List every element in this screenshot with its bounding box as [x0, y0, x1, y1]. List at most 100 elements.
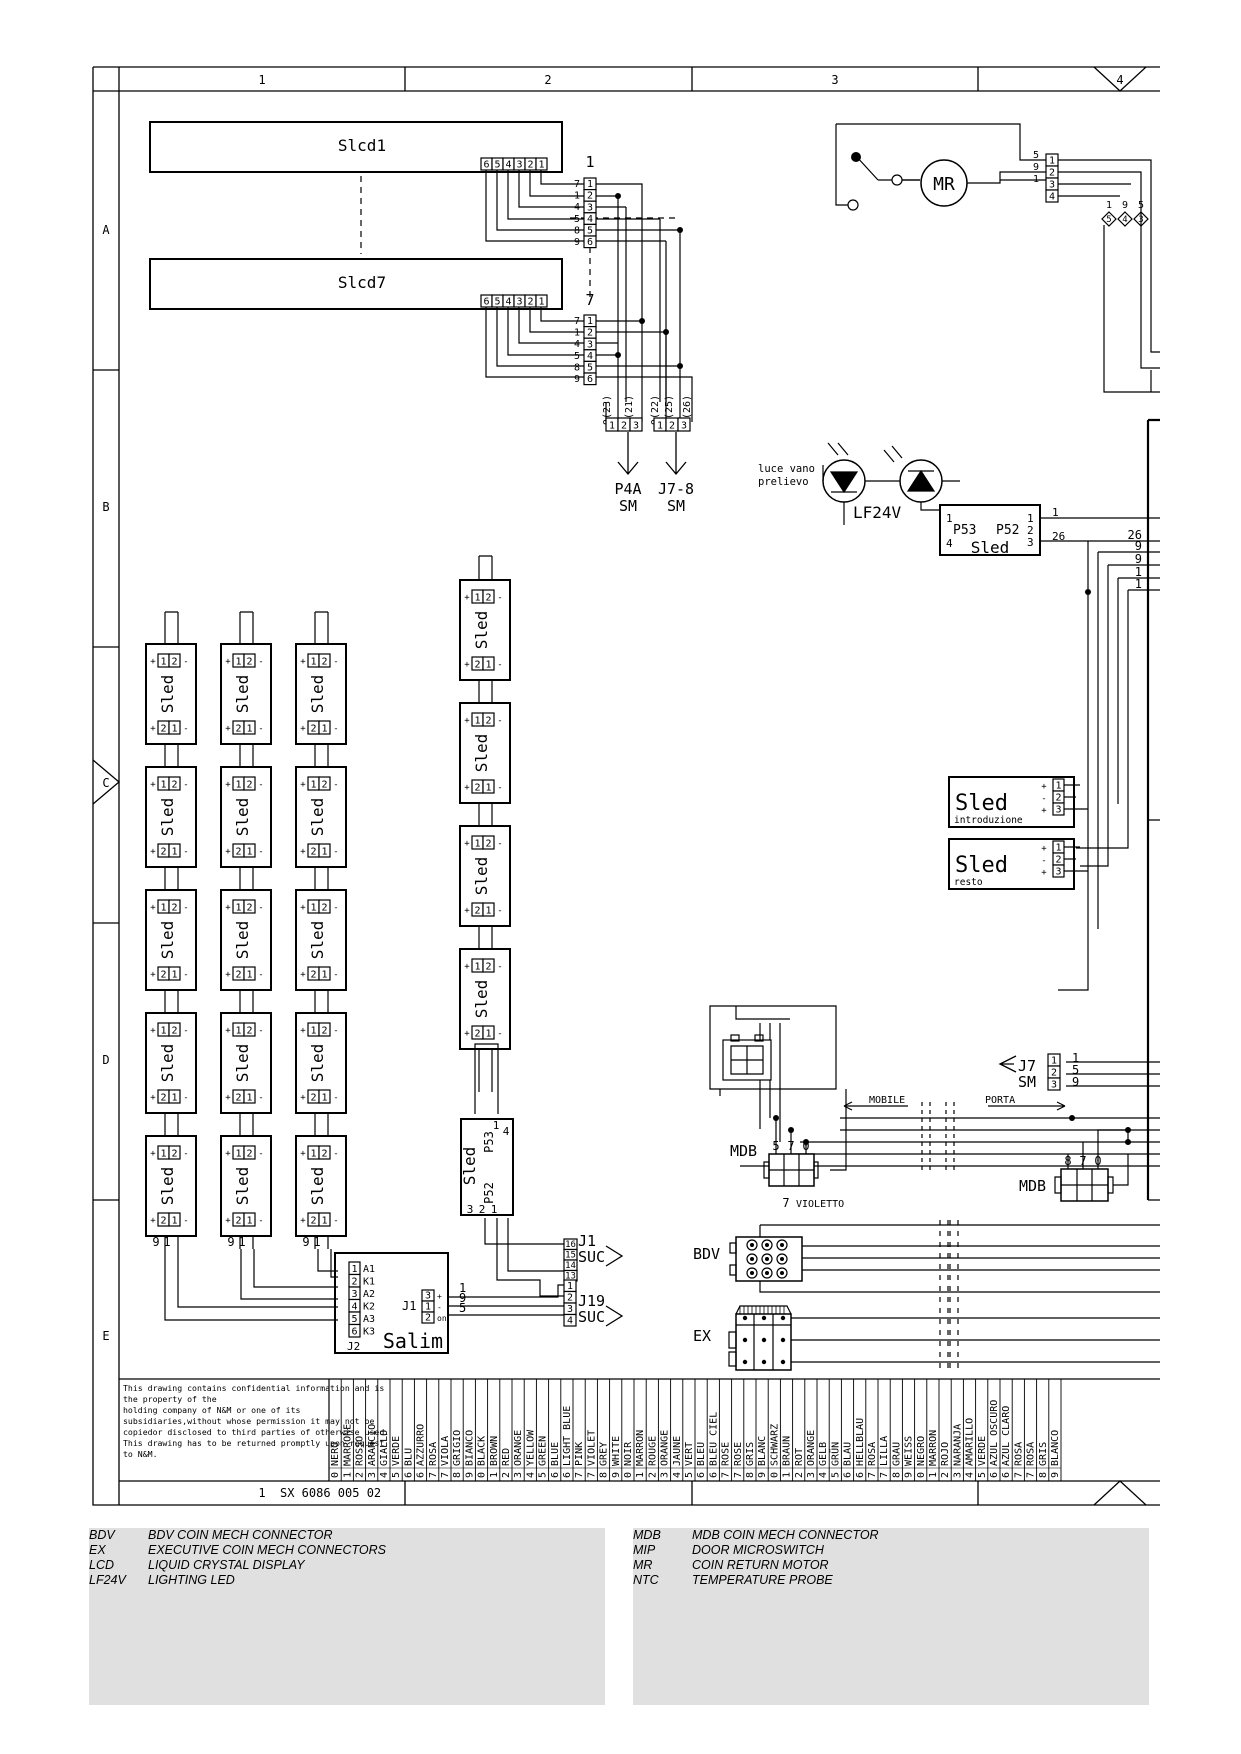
lcd-bottom-label: Slcd7 — [338, 273, 386, 292]
j19-suc-label: J19 — [578, 1292, 605, 1310]
lighting-sled-name: Sled — [971, 538, 1010, 557]
wire-color-entry: 7 ROSE — [733, 1442, 744, 1478]
wire-color-entry: 4 GIALLO — [379, 1430, 390, 1478]
svg-text:-: - — [333, 970, 338, 980]
svg-text:-: - — [183, 657, 188, 667]
sled-side-pin: 3 — [1055, 867, 1061, 878]
sled-pin: 1 — [246, 847, 252, 858]
sled-pin: 2 — [246, 903, 252, 914]
svg-text:-: - — [183, 903, 188, 913]
svg-text:-: - — [333, 1149, 338, 1159]
salim-pin: 5 — [351, 1314, 357, 1325]
lcd-wire-number: 5 — [574, 351, 580, 362]
wire-color-entry: 7 VIOLET — [586, 1430, 597, 1478]
sled-pin: 2 — [235, 724, 241, 735]
salim-j1-sign: + — [437, 1292, 442, 1301]
svg-text:-: - — [258, 780, 263, 790]
sled-label: Sled — [158, 921, 177, 960]
lcd-wire-number: 4 — [574, 202, 580, 213]
lcd-terminal: 5 — [587, 363, 593, 374]
sled-introduzione-caption: introduzione — [954, 815, 1023, 826]
svg-text:+: + — [150, 780, 156, 790]
lcd-top: Slcd1 — [149, 121, 563, 173]
svg-text:1: 1 — [946, 512, 953, 525]
drawing-frame — [92, 66, 1160, 1506]
svg-text:+: + — [150, 724, 156, 734]
svg-text:-: - — [333, 1026, 338, 1036]
bdv-label: BDV — [693, 1245, 720, 1263]
wire-color-entry: 4 YELLOW — [525, 1429, 536, 1478]
lighting-right-wire: 26 — [1128, 528, 1142, 542]
sled-label: Sled — [233, 1167, 252, 1206]
svg-text:-: - — [183, 1149, 188, 1159]
sled-pin: 2 — [246, 657, 252, 668]
column-wire: 9 — [227, 1235, 234, 1249]
lcd-output-pin: 2 — [669, 421, 675, 432]
lcd-bottom: Slcd7 — [149, 258, 563, 310]
svg-text:+: + — [225, 657, 231, 667]
svg-text:-: - — [333, 903, 338, 913]
sled-pin: 2 — [235, 1093, 241, 1104]
salim-output-wire: 1 — [459, 1281, 466, 1295]
wire-color-entry: 5 VERDE — [391, 1436, 402, 1478]
svg-text:+: + — [464, 660, 470, 670]
notice-line: to N&M. — [123, 1449, 158, 1459]
sled-hub-pin: 2 — [479, 1203, 486, 1216]
sled-pin: 1 — [171, 724, 177, 735]
motor-wire-number: 1 — [1033, 174, 1039, 185]
j19-suc-pin: 3 — [567, 1304, 573, 1315]
lcd-wire-number: 7 — [574, 179, 580, 190]
wire-color-entry: 3 NARANJA — [952, 1424, 963, 1478]
svg-text:-: - — [333, 847, 338, 857]
lcd-terminal: 6 — [587, 374, 593, 385]
wire-color-entry: 8 GRAU — [891, 1442, 902, 1478]
drawing-code-index: 1 — [258, 1486, 265, 1500]
salim-pin: 1 — [351, 1264, 357, 1275]
lcd-terminal: 5 — [587, 226, 593, 237]
sled-pin: 2 — [171, 780, 177, 791]
lcd-pin: 3 — [516, 160, 522, 171]
lcd-terminal: 4 — [587, 351, 593, 362]
sled-label: Sled — [472, 980, 491, 1019]
wire-color-entry: 0 NERO — [330, 1442, 341, 1478]
mobile-label: MOBILE — [869, 1095, 905, 1106]
wire-color-entry: 5 VERDE — [977, 1436, 988, 1478]
motor-label: MR — [933, 174, 955, 195]
legend-abbreviation: LCD — [89, 1558, 115, 1572]
sled-pin: 1 — [160, 903, 166, 914]
wire-color-entry: 6 LIGHT BLUE — [562, 1406, 573, 1478]
sled-pin: 1 — [310, 657, 316, 668]
sled-side-pin: 1 — [1055, 781, 1061, 792]
wire-color-entry: 7 LILLA — [879, 1436, 890, 1478]
confidentiality-notice: This drawing contains confidential infor… — [123, 1383, 389, 1459]
wire-color-entry: 7 ROSE — [721, 1442, 732, 1478]
lcd-output-pin: 3 — [633, 421, 639, 432]
sled-pin: 1 — [171, 970, 177, 981]
motor-terminal: 3 — [1049, 180, 1055, 191]
svg-text:+: + — [464, 783, 470, 793]
j19-suc-pin: 4 — [567, 1316, 573, 1327]
row-label-e: E — [102, 1329, 109, 1343]
salim-pin: 4 — [351, 1302, 357, 1313]
sled-hub-p53: P53 — [482, 1131, 496, 1153]
sled-pin: 2 — [310, 1093, 316, 1104]
lcd-bottom-index: 7 — [585, 291, 594, 309]
sled-pin: 1 — [171, 847, 177, 858]
sled-pin: 2 — [321, 780, 327, 791]
sled-pin: 2 — [160, 970, 166, 981]
sled-pin: 1 — [235, 657, 241, 668]
wire-color-entry: 8 GREY — [599, 1442, 610, 1478]
sled-pin: 2 — [321, 1149, 327, 1160]
